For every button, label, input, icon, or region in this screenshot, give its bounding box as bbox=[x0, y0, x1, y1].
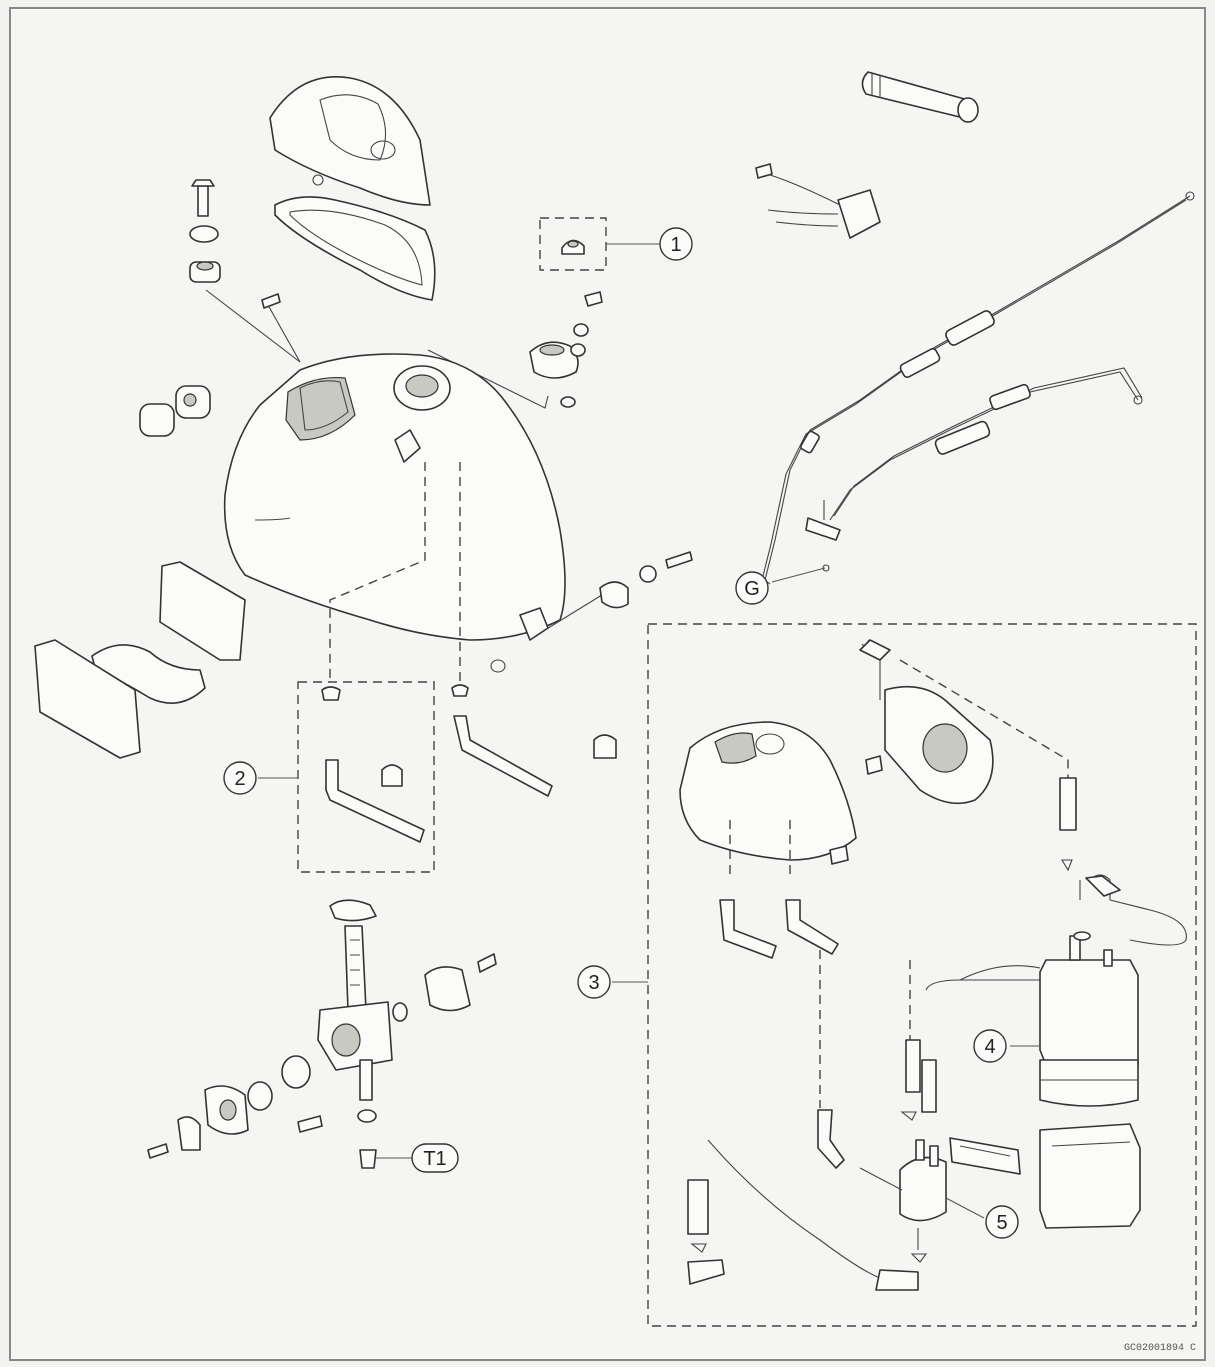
throttle-grip bbox=[861, 71, 979, 123]
callout-1: 1 bbox=[659, 227, 693, 261]
callout-3: 3 bbox=[577, 965, 611, 999]
cap-bolt bbox=[570, 291, 603, 357]
figure-code: GC02001894 C bbox=[1124, 1343, 1196, 1354]
callout-4: 4 bbox=[973, 1029, 1007, 1063]
small-tank bbox=[679, 721, 857, 880]
fuel-hose-group-2 bbox=[258, 681, 435, 873]
grommet-1 bbox=[539, 217, 660, 271]
tank-pads bbox=[34, 561, 246, 759]
drain-bolt-t1 bbox=[359, 1149, 412, 1169]
canister-4 bbox=[1010, 931, 1139, 1107]
canister-holder bbox=[1039, 1123, 1141, 1229]
rear-mount bbox=[544, 551, 693, 631]
svg-text:T1: T1 bbox=[423, 1148, 446, 1170]
throttle-case bbox=[755, 163, 881, 239]
svg-text:G: G bbox=[744, 578, 760, 600]
cover-plate bbox=[865, 685, 994, 805]
svg-text:5: 5 bbox=[996, 1212, 1007, 1234]
bolt-washer-stack bbox=[189, 179, 301, 363]
callout-g: G bbox=[735, 571, 769, 605]
fuel-tank bbox=[223, 353, 566, 673]
mount-bracket bbox=[949, 1137, 1021, 1175]
svg-text:2: 2 bbox=[234, 768, 245, 790]
tank-cap bbox=[529, 341, 579, 408]
callout-2: 2 bbox=[223, 761, 257, 795]
callout-5: 5 bbox=[985, 1205, 1019, 1239]
evap-system-box-3 bbox=[612, 623, 1197, 1327]
throttle-cables bbox=[760, 191, 1195, 585]
meter-cover bbox=[269, 76, 431, 206]
fuel-tap-assembly bbox=[147, 899, 497, 1159]
evap-hoses bbox=[687, 639, 1187, 1291]
callout-t1: T1 bbox=[411, 1143, 459, 1173]
meter-gasket bbox=[274, 196, 436, 301]
svg-text:3: 3 bbox=[588, 972, 599, 994]
svg-text:4: 4 bbox=[984, 1036, 995, 1058]
separator-5 bbox=[859, 1139, 985, 1263]
tank-dampers bbox=[139, 385, 211, 437]
fuel-hose-mid bbox=[451, 684, 617, 797]
svg-text:1: 1 bbox=[670, 234, 681, 256]
